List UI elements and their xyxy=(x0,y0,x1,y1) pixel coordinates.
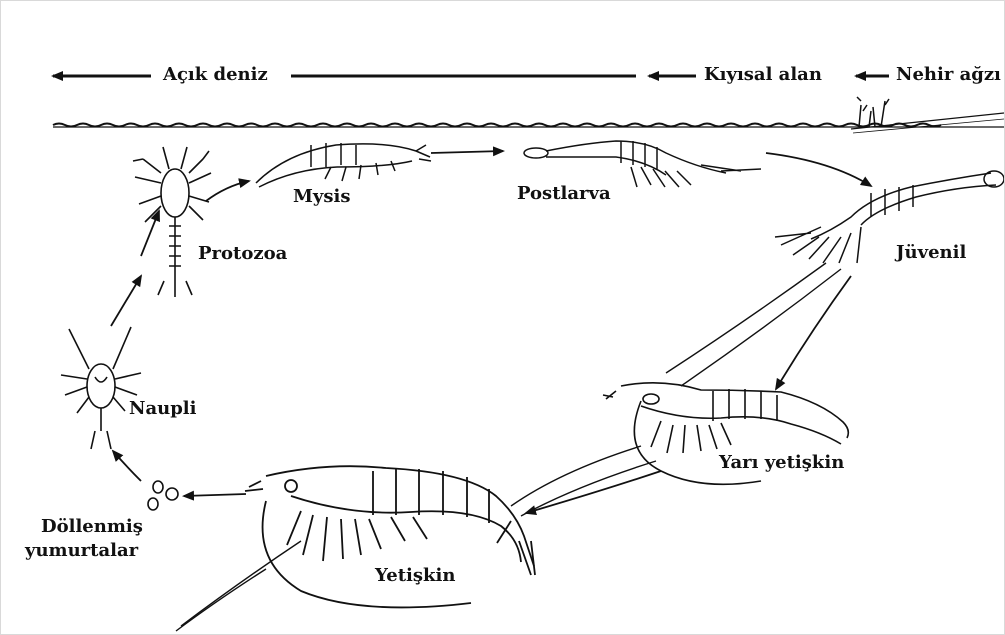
stage-label-adult: Yetişkin xyxy=(375,566,455,586)
zone-label-open-sea: Açık deniz xyxy=(163,65,268,85)
zone-label-coastal: Kıyısal alan xyxy=(704,65,822,85)
stage-label-mysis: Mysis xyxy=(293,187,351,207)
stage-label-eggs-line2: yumurtalar xyxy=(25,541,138,561)
postlarva-icon xyxy=(524,141,761,187)
protozoa-larva-icon xyxy=(133,147,211,297)
naupli-larva-icon xyxy=(61,327,141,449)
stage-label-postlarva: Postlarva xyxy=(517,184,611,204)
juvenile-shrimp-icon xyxy=(775,171,1004,263)
eggs-icon xyxy=(148,481,178,510)
stage-label-protozoa: Protozoa xyxy=(198,244,287,264)
stage-label-juvenile: Jüvenil xyxy=(896,243,966,263)
water-surface xyxy=(53,124,941,127)
migration-paths xyxy=(176,263,841,631)
stage-label-nauplii: Naupli xyxy=(129,399,196,419)
stage-label-subadult: Yarı yetişkin xyxy=(719,453,844,473)
stage-label-eggs-line1: Döllenmiş xyxy=(41,517,143,537)
mysis-larva-icon xyxy=(256,143,431,187)
zone-label-estuary: Nehir ağzı xyxy=(896,65,1001,85)
adult-shrimp-icon xyxy=(245,466,535,607)
